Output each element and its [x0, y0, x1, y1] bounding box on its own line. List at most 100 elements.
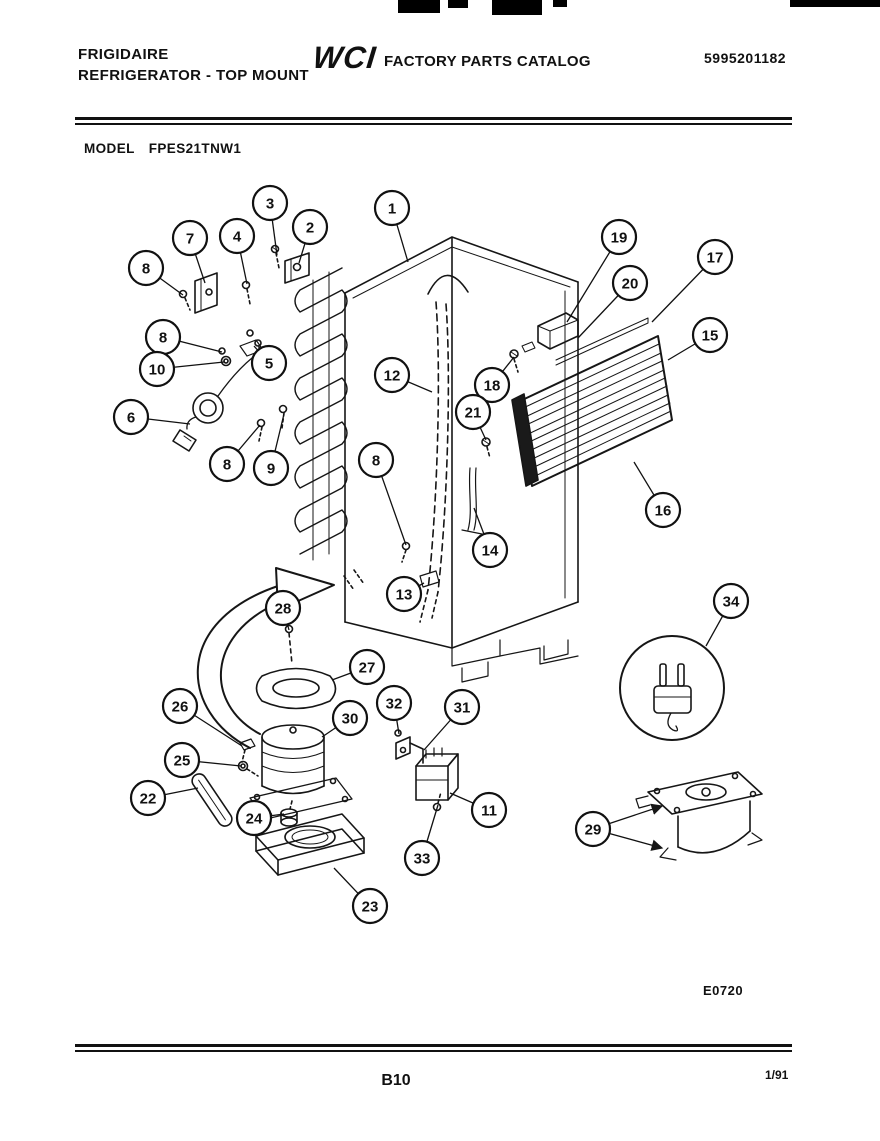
svg-text:22: 22 — [140, 791, 157, 808]
page-code: B10 — [381, 1072, 411, 1089]
svg-text:19: 19 — [611, 230, 628, 247]
callout-2: 2 — [291, 208, 329, 264]
svg-text:5: 5 — [265, 356, 273, 373]
control-parts — [172, 244, 310, 452]
issue-date: 1/91 — [765, 1068, 789, 1082]
heater-rod — [555, 317, 649, 366]
compressor-detail — [635, 771, 763, 861]
callout-3: 3 — [251, 184, 289, 256]
svg-text:33: 33 — [414, 851, 431, 868]
scan-artifacts — [398, 0, 880, 15]
svg-text:7: 7 — [186, 231, 194, 248]
callout-9: 9 — [252, 413, 290, 487]
svg-text:1: 1 — [388, 201, 396, 218]
svg-text:14: 14 — [482, 543, 499, 560]
callout-20: 20 — [577, 264, 649, 339]
evaporator-end-plate — [511, 393, 539, 487]
bracket — [395, 736, 411, 760]
wire-coil — [192, 392, 224, 424]
power-cord-detail — [619, 635, 725, 741]
callout-26: 26 — [161, 687, 243, 747]
callout-13: 13 — [385, 575, 425, 613]
svg-text:12: 12 — [384, 368, 401, 385]
footer-rule — [75, 1044, 792, 1052]
grommet — [220, 355, 232, 367]
defrost-heater — [191, 773, 233, 827]
svg-text:8: 8 — [223, 457, 231, 474]
plug-prong — [677, 663, 685, 687]
callout-7: 7 — [171, 219, 209, 284]
header-rule — [75, 117, 792, 125]
evaporator-assembly — [461, 312, 673, 535]
callout-5: 5 — [250, 344, 288, 382]
screw — [241, 280, 251, 290]
compressor-plate — [647, 771, 763, 815]
callout-33: 33 — [403, 804, 441, 877]
svg-text:8: 8 — [372, 453, 380, 470]
svg-text:15: 15 — [702, 328, 719, 345]
svg-text:27: 27 — [359, 660, 376, 677]
screw — [481, 437, 491, 447]
svg-text:34: 34 — [723, 594, 740, 611]
screw — [246, 329, 254, 337]
callout-19: 19 — [566, 218, 638, 323]
screw — [178, 289, 188, 299]
callout-22: 22 — [129, 779, 199, 817]
svg-text:6: 6 — [127, 410, 135, 427]
model-label: MODEL — [84, 141, 135, 156]
relay-parts — [394, 729, 459, 812]
svg-text:9: 9 — [267, 461, 275, 478]
svg-text:10: 10 — [149, 362, 166, 379]
callout-8: 8 — [127, 249, 184, 296]
svg-text:11: 11 — [481, 803, 497, 820]
callout-29: 29 — [574, 803, 664, 851]
bracket — [284, 252, 310, 284]
svg-text:31: 31 — [454, 700, 471, 717]
callout-28: 28 — [264, 589, 302, 631]
mounting-pan — [255, 667, 337, 710]
svg-text:23: 23 — [362, 899, 379, 916]
screw — [256, 418, 266, 428]
drain-tube — [467, 467, 477, 531]
catalog-title: FACTORY PARTS CATALOG — [384, 53, 591, 70]
callout-1: 1 — [373, 189, 411, 263]
brand-subtitle: REFRIGERATOR - TOP MOUNT — [78, 67, 309, 84]
svg-text:28: 28 — [275, 601, 292, 618]
catalog-number: 5995201182 — [704, 50, 787, 66]
relay-box — [415, 765, 449, 801]
callout-12: 12 — [373, 356, 433, 394]
svg-text:20: 20 — [622, 276, 639, 293]
svg-text:24: 24 — [246, 811, 263, 828]
callout-24: 24 — [235, 799, 285, 837]
model-line: MODEL FPES21TNW1 — [84, 141, 255, 156]
plug-body — [653, 685, 692, 714]
screw — [278, 404, 288, 414]
callout-17: 17 — [651, 238, 734, 323]
callout-34: 34 — [705, 582, 750, 647]
callout-23: 23 — [333, 867, 389, 925]
callout-15: 15 — [667, 316, 729, 361]
callout-31: 31 — [423, 688, 481, 751]
callout-10: 10 — [138, 350, 225, 388]
callout-27: 27 — [331, 648, 386, 686]
compressor-assembly — [191, 624, 365, 876]
callout-30: 30 — [321, 699, 369, 738]
model-number: FPES21TNW1 — [148, 141, 242, 156]
callout-4: 4 — [218, 217, 256, 285]
callout-8: 8 — [144, 318, 223, 356]
callout-21: 21 — [454, 393, 492, 441]
clip — [239, 738, 256, 751]
svg-text:29: 29 — [585, 822, 602, 839]
bracket — [194, 272, 218, 314]
screw — [254, 339, 262, 347]
svg-text:32: 32 — [386, 696, 403, 713]
callout-18: 18 — [473, 356, 515, 404]
svg-text:8: 8 — [159, 330, 167, 347]
svg-text:30: 30 — [342, 711, 359, 728]
condenser-coil — [294, 267, 348, 561]
svg-text:25: 25 — [174, 753, 191, 770]
callout-16: 16 — [633, 461, 682, 529]
callout-6: 6 — [112, 398, 191, 436]
tube-clamp — [419, 570, 440, 588]
